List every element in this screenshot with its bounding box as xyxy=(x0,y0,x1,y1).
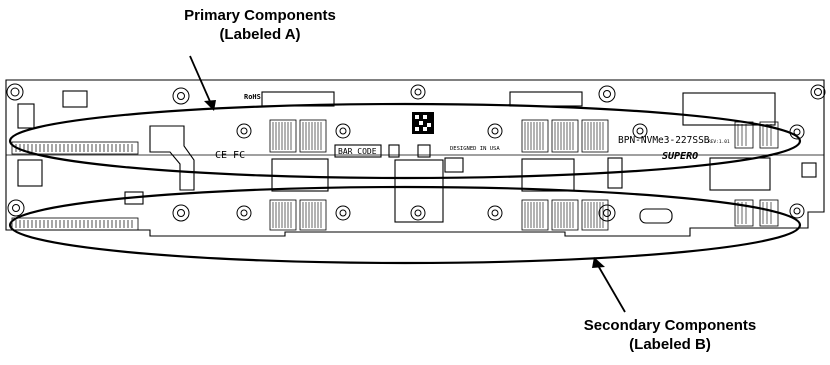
hole-4 xyxy=(236,123,252,139)
hole-2 xyxy=(410,84,426,100)
ellipse-primary xyxy=(8,102,802,180)
connector-pins xyxy=(15,144,133,228)
secondary-callout-title: Secondary Components xyxy=(583,317,757,334)
pointer-secondary xyxy=(595,261,626,313)
rect-right-mid xyxy=(709,157,771,191)
connector-top xyxy=(11,141,139,155)
hole-tr xyxy=(810,84,826,100)
hole-10 xyxy=(172,204,190,222)
arrowhead-secondary xyxy=(592,257,605,268)
brand-logo: SUPERO xyxy=(662,151,698,162)
hole-tl xyxy=(6,83,24,101)
rect-top-left xyxy=(62,90,88,108)
hole-3 xyxy=(598,85,616,103)
chip-hatch xyxy=(272,122,772,228)
ellipse-secondary xyxy=(8,185,802,265)
rect-right-top xyxy=(682,92,776,126)
hole-13 xyxy=(410,205,426,221)
chip-grid-top-left xyxy=(269,119,327,153)
connector-bottom xyxy=(11,217,139,231)
chip-small-a xyxy=(388,144,400,158)
chip-grid-top-right xyxy=(521,119,609,153)
primary-callout-subtitle: (Labeled A) xyxy=(219,26,301,43)
pointer-primary xyxy=(189,55,213,107)
dip-switch xyxy=(801,162,817,178)
rect-center-small xyxy=(444,157,464,173)
secondary-callout-subtitle: (Labeled B) xyxy=(629,336,711,353)
bar-code-box xyxy=(334,144,382,158)
primary-callout-title: Primary Components xyxy=(184,7,336,24)
chip-grid-bottom-right xyxy=(521,199,609,231)
hole-6 xyxy=(487,123,503,139)
arrowhead-primary xyxy=(204,100,216,111)
hole-12 xyxy=(335,205,351,221)
hole-14 xyxy=(487,205,503,221)
bracket-shape xyxy=(149,125,195,191)
hole-11 xyxy=(236,205,252,221)
hole-1 xyxy=(172,87,190,105)
hole-9 xyxy=(7,199,25,217)
rect-bottom-pill xyxy=(639,208,673,224)
bar-code-label: BAR CODE xyxy=(338,147,377,156)
ce-fc-mark: CE FC xyxy=(215,150,245,161)
rect-center-a xyxy=(271,158,329,192)
model-label: BPN-NVMe3-227SSB xyxy=(618,135,710,146)
chip-grid-bottom-left xyxy=(269,199,327,231)
rect-center-tall xyxy=(394,159,444,223)
board-outline xyxy=(5,79,825,237)
revision-label: REV:1.01 xyxy=(708,139,730,145)
primary-callout: Primary Components (Labeled A) xyxy=(130,6,390,44)
hole-8 xyxy=(789,124,805,140)
hole-15 xyxy=(598,204,616,222)
rohs-label: RoHS xyxy=(244,93,261,101)
mounting-holes xyxy=(6,83,826,222)
hole-5 xyxy=(335,123,351,139)
rect-mid-right xyxy=(509,91,583,107)
secondary-callout: Secondary Components (Labeled B) xyxy=(510,316,830,354)
rect-left-top xyxy=(17,103,35,129)
hole-16 xyxy=(789,203,805,219)
hole-7 xyxy=(632,123,648,139)
chip-small-b xyxy=(417,144,431,158)
rect-left-mid xyxy=(17,159,43,187)
designed-in-label: DESIGNED IN USA xyxy=(450,146,500,152)
center-chip xyxy=(412,112,434,134)
